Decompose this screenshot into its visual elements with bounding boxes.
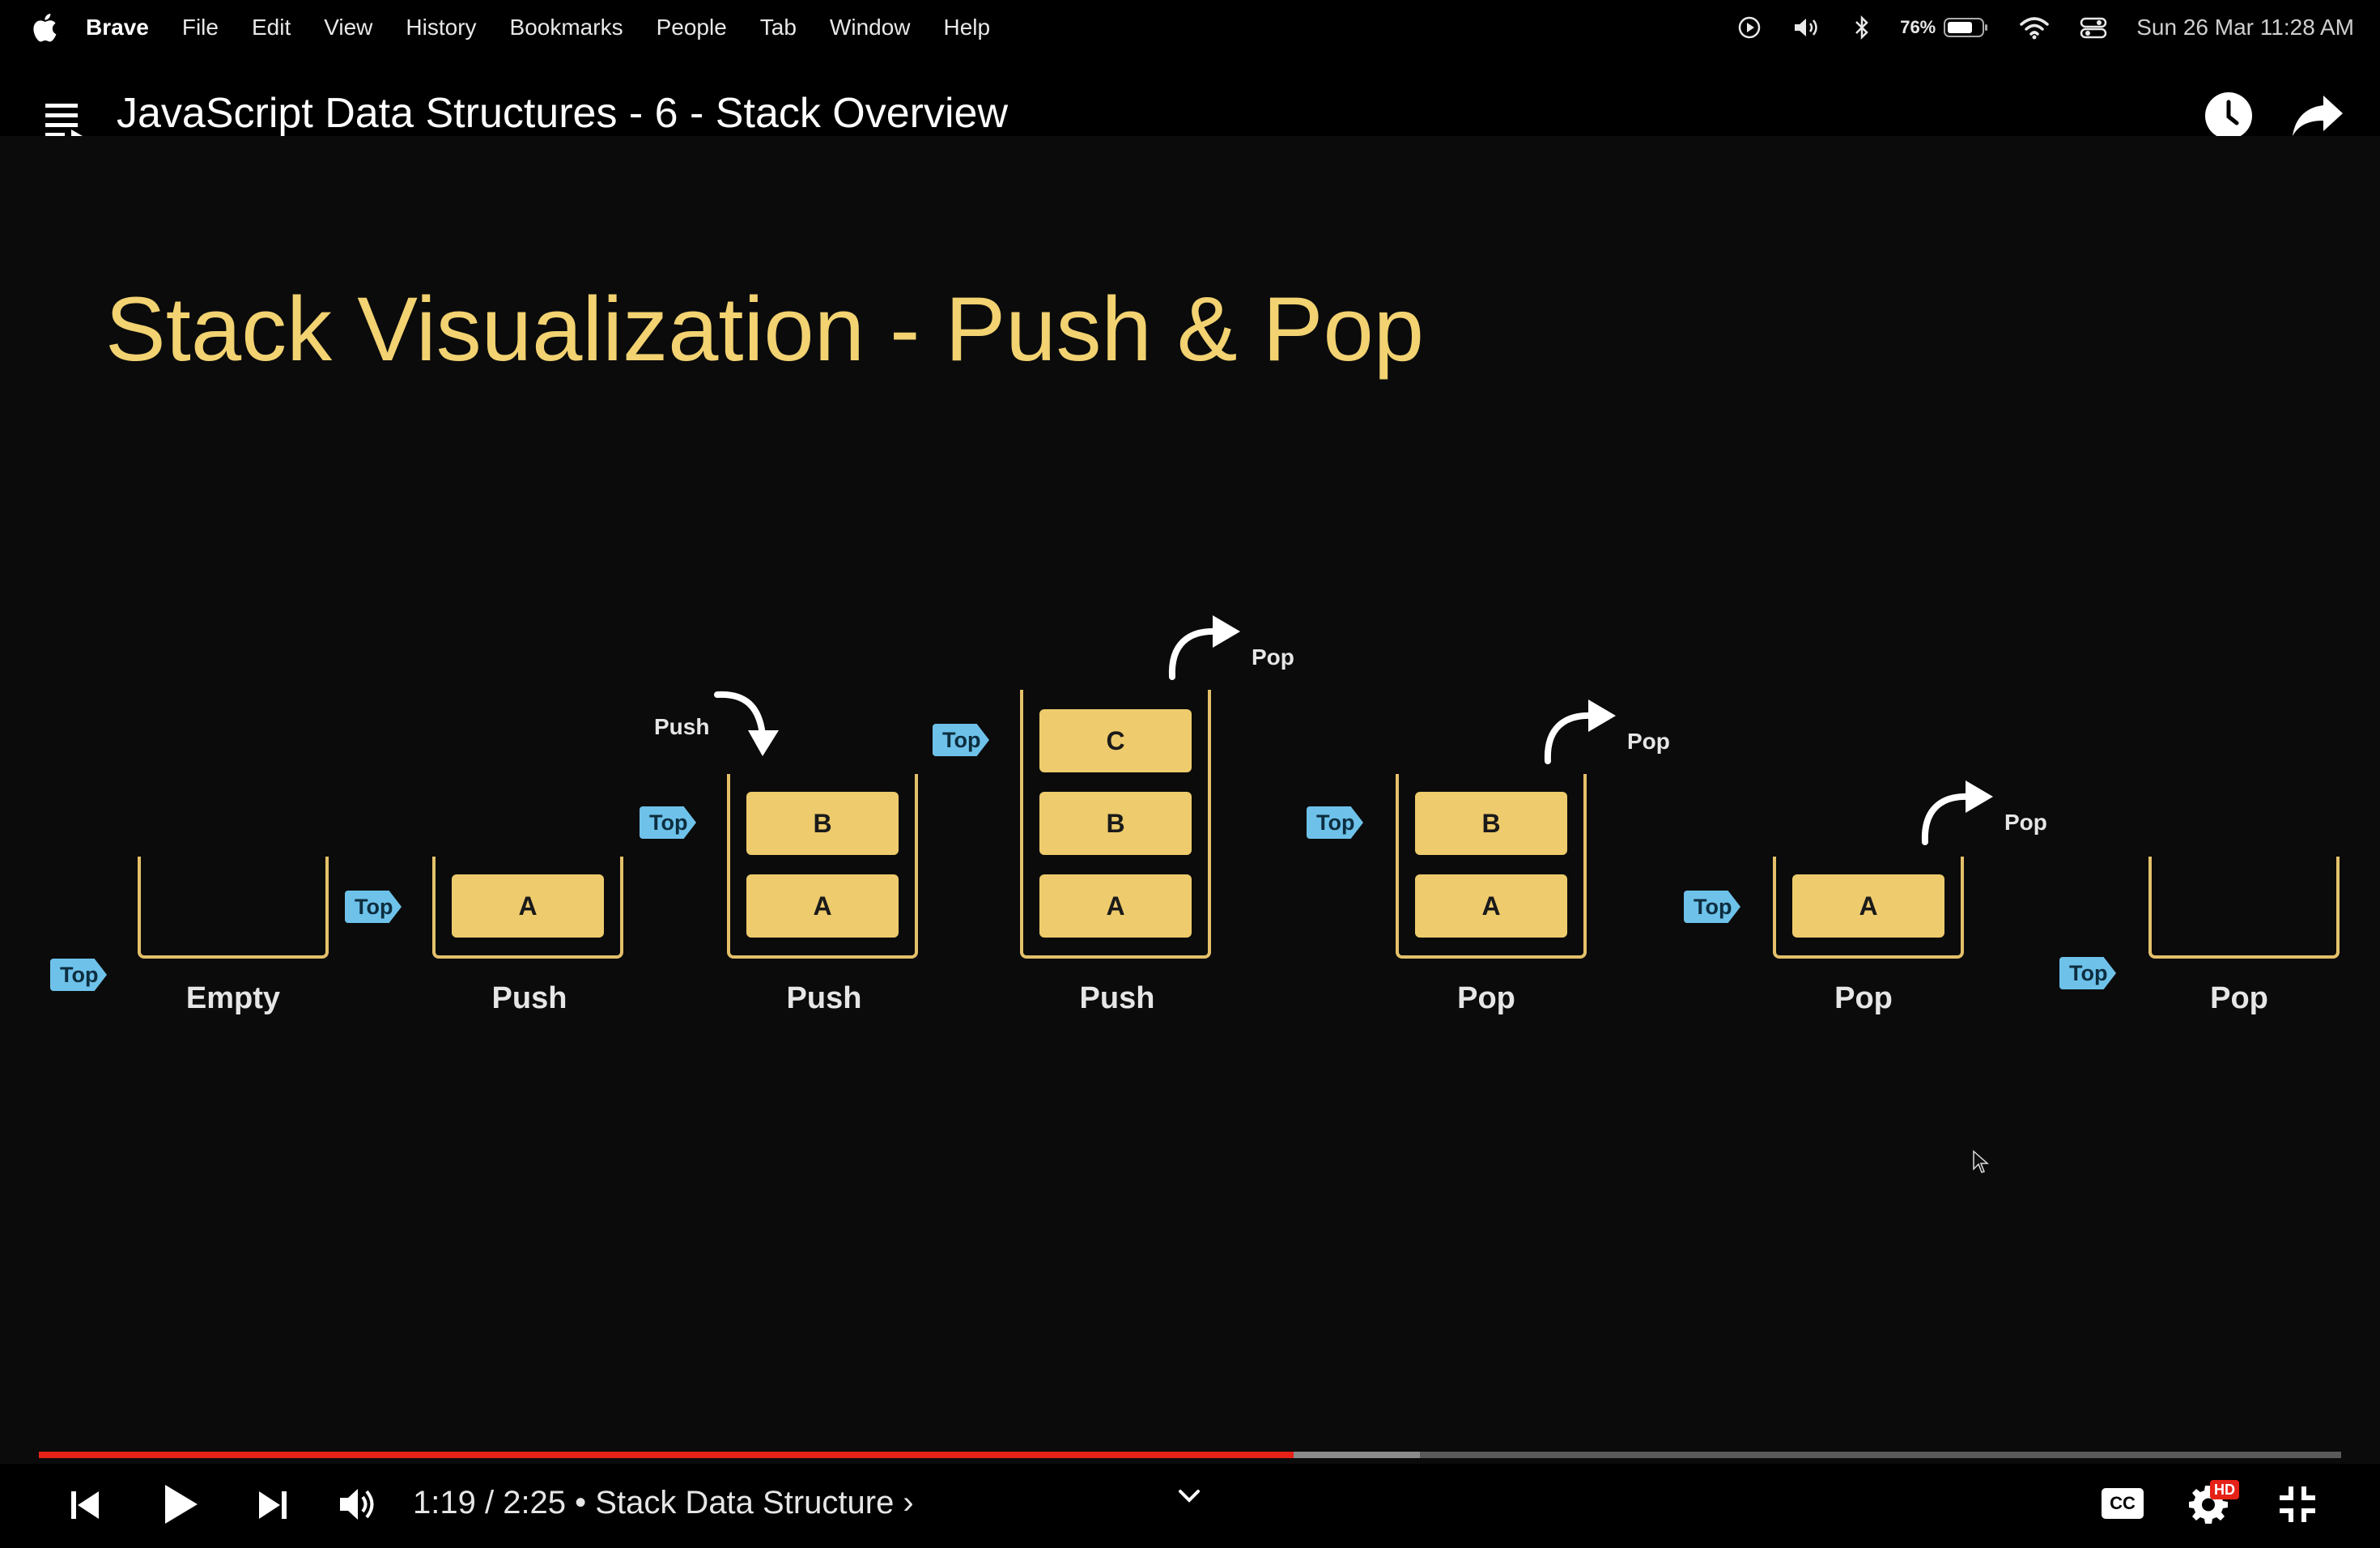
apple-icon[interactable] <box>29 11 58 44</box>
menu-window[interactable]: Window <box>829 15 911 40</box>
stack-block: B <box>1039 792 1192 855</box>
stack-container <box>432 857 623 959</box>
cc-label: CC <box>2110 1493 2136 1513</box>
stage-caption: Pop <box>1457 981 1515 1015</box>
top-tag: Top <box>933 724 989 756</box>
stage-caption: Push <box>491 981 567 1015</box>
stack-container <box>2148 857 2340 959</box>
wifi-icon[interactable] <box>2018 15 2051 40</box>
slide-title: Stack Visualization - Push & Pop <box>105 279 1425 380</box>
menu-bar: Brave File Edit View History Bookmarks P… <box>0 0 2380 55</box>
next-icon[interactable] <box>256 1488 290 1522</box>
stack-container <box>727 774 918 959</box>
op-label: Pop <box>1252 644 1294 670</box>
stack-container <box>1773 857 1964 959</box>
menu-help[interactable]: Help <box>943 15 991 40</box>
now-playing-icon[interactable] <box>1736 15 1762 40</box>
stage-caption: Push <box>786 981 862 1015</box>
stack-container <box>1020 690 1211 959</box>
hd-badge-label: HD <box>2214 1481 2235 1498</box>
stack-block: A <box>452 874 604 938</box>
battery-icon <box>1944 18 1988 37</box>
top-tag: Top <box>640 806 696 839</box>
top-tag: Top <box>1684 891 1740 923</box>
top-tag: Top <box>1307 806 1363 839</box>
top-tag: Top <box>50 959 107 991</box>
video-title[interactable]: JavaScript Data Structures - 6 - Stack O… <box>117 90 1009 137</box>
op-label: Push <box>654 714 710 739</box>
menu-app-name[interactable]: Brave <box>86 15 149 40</box>
stack-block: A <box>746 874 899 938</box>
control-center-icon[interactable] <box>2080 15 2107 40</box>
stack-block: C <box>1039 709 1192 772</box>
mouse-cursor-icon <box>1973 1150 1989 1173</box>
stage-caption: Empty <box>185 981 281 1015</box>
stack-block: A <box>1415 874 1567 938</box>
menu-file[interactable]: File <box>181 15 219 40</box>
stage-caption: Push <box>1079 981 1155 1015</box>
progress-buffered <box>1294 1452 1420 1458</box>
progress-unplayed <box>1420 1452 2341 1458</box>
exit-fullscreen-icon[interactable] <box>2278 1485 2317 1524</box>
menu-tab[interactable]: Tab <box>759 15 797 40</box>
op-label: Pop <box>1627 729 1670 754</box>
push-arrow-icon <box>714 691 779 756</box>
bluetooth-icon[interactable] <box>1853 15 1871 40</box>
menu-bookmarks[interactable]: Bookmarks <box>509 15 623 40</box>
top-tag: Top <box>345 891 402 923</box>
share-icon[interactable] <box>2291 94 2344 138</box>
time-display[interactable]: 1:19 / 2:25 • Stack Data Structure › <box>413 1485 914 1520</box>
pop-arrow-icon <box>1168 615 1240 680</box>
battery-status[interactable]: 76% <box>1900 17 1989 38</box>
volume-icon[interactable] <box>1791 15 1824 40</box>
previous-icon[interactable] <box>68 1488 102 1522</box>
video-title-bar <box>0 55 2380 136</box>
chevron-down-icon[interactable] <box>1177 1486 1201 1506</box>
progress-bar[interactable] <box>39 1452 2341 1458</box>
stage-caption: Pop <box>1834 981 1893 1015</box>
stack-block: A <box>1039 874 1192 938</box>
op-label: Pop <box>2004 810 2047 835</box>
stack-block: B <box>746 792 899 855</box>
hd-badge: HD <box>2210 1480 2239 1499</box>
menu-edit[interactable]: Edit <box>251 15 291 40</box>
stack-container <box>138 857 329 959</box>
menu-view[interactable]: View <box>324 15 373 40</box>
captions-button[interactable]: CC <box>2102 1488 2144 1519</box>
player-controls <box>0 1464 2380 1548</box>
settings-button[interactable]: HD <box>2187 1480 2239 1525</box>
stack-block: B <box>1415 792 1567 855</box>
volume-icon[interactable] <box>338 1485 380 1524</box>
stage-caption: Pop <box>2210 981 2268 1015</box>
play-icon[interactable] <box>162 1483 199 1525</box>
menu-people[interactable]: People <box>656 15 727 40</box>
battery-percent: 76% <box>1900 17 1936 37</box>
stack-block: A <box>1792 874 1944 938</box>
watch-later-icon[interactable] <box>2204 91 2254 141</box>
pop-arrow-icon <box>1921 780 1993 845</box>
top-tag: Top <box>2059 957 2116 989</box>
stack-container <box>1396 774 1587 959</box>
pop-arrow-icon <box>1544 700 1616 764</box>
progress-played <box>39 1452 1294 1458</box>
menu-clock[interactable]: Sun 26 Mar 11:28 AM <box>2136 15 2354 40</box>
menu-history[interactable]: History <box>406 15 477 40</box>
